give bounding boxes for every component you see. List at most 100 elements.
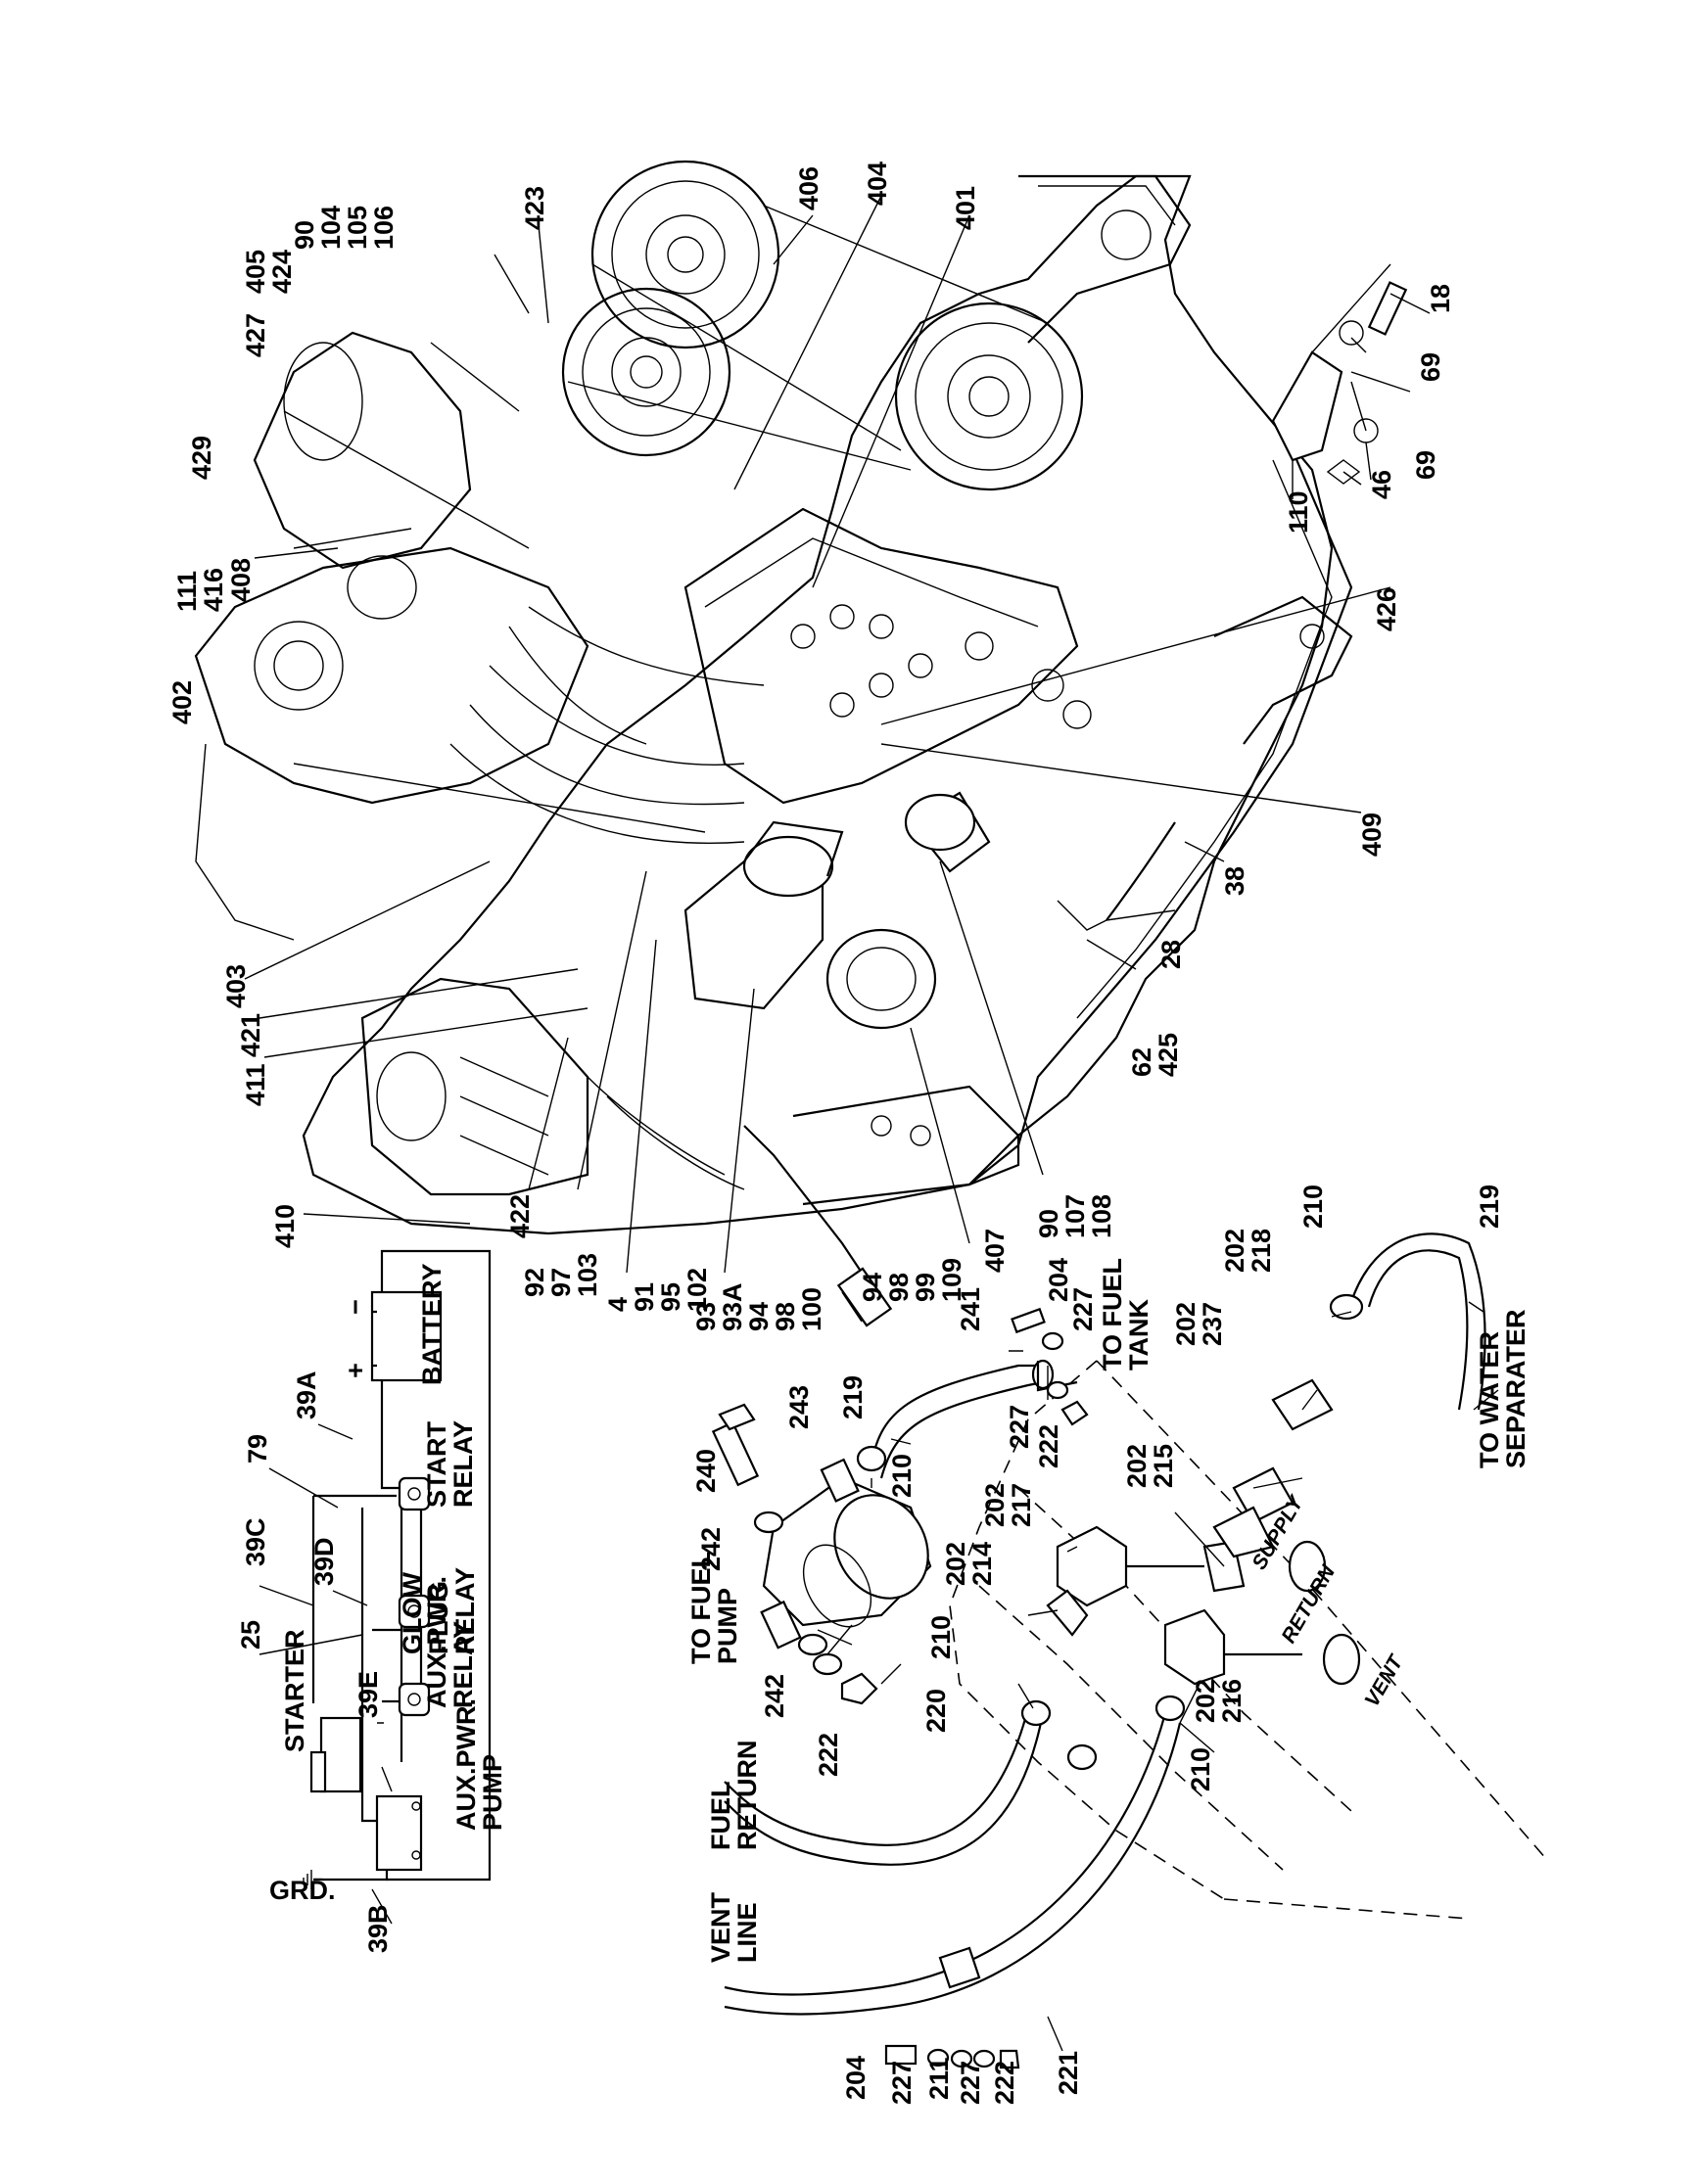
callout-421: 421: [236, 1013, 265, 1057]
callout-405-424: 405424: [241, 250, 297, 294]
callout-38: 38: [1220, 866, 1249, 896]
ground-label-line-1: GRD.: [269, 1876, 336, 1905]
callout-429: 429: [187, 436, 216, 480]
callout-240-line-1: 240: [691, 1449, 721, 1493]
callout-410: 410: [270, 1204, 300, 1248]
callout-92-97-103-line-3: 103: [573, 1253, 602, 1297]
callout-404: 404: [863, 162, 892, 206]
callout-211-line-1: 211: [924, 2057, 954, 2100]
callout-210-return: 210: [926, 1615, 956, 1659]
wire-39d: 39D: [309, 1537, 339, 1586]
vent-label-line-1: VENT: [1360, 1650, 1408, 1711]
callout-219-separater-line-1: 219: [1475, 1185, 1504, 1229]
injection-pump: [683, 507, 1079, 805]
callout-202-215-line-2: 215: [1149, 1444, 1178, 1488]
to-water-separater-label-line-2: SEPARATER: [1501, 1309, 1530, 1468]
callout-202-215: 202215: [1122, 1444, 1178, 1488]
callout-407-line-1: 407: [980, 1229, 1010, 1273]
fuel-return-label-line-1: FUEL: [706, 1782, 735, 1851]
callout-204-upper-line-1: 204: [1044, 1258, 1073, 1302]
aux-pwr-relay-label-line-1: AUX.PWR.: [422, 1576, 451, 1708]
callout-210-separater-line-1: 210: [1298, 1185, 1328, 1229]
crank-pulley: [894, 302, 1084, 491]
start-relay: [398, 1476, 431, 1511]
callout-407: 407: [980, 1229, 1010, 1273]
callout-204-lower: 204: [841, 2056, 871, 2100]
callout-202-216: 202216: [1191, 1679, 1247, 1723]
callout-219-line-1: 219: [838, 1375, 868, 1419]
callout-90-104-105-106-line-3: 105: [343, 206, 372, 250]
fuel-filter: [683, 820, 844, 1010]
callout-94-98-99-109-line-4: 109: [937, 1258, 966, 1302]
callout-227-lower-b: 227: [956, 2061, 985, 2105]
glow-plug-relay: [398, 1594, 431, 1629]
callout-4-91-95-102-line-1: 4: [603, 1297, 633, 1312]
callout-69-lower-line-1: 69: [1411, 450, 1440, 480]
glow-plug-relay-label-line-1: GLOW: [398, 1572, 427, 1654]
oil-pan: [968, 449, 1353, 1185]
callout-408-line-1: 408: [226, 558, 256, 602]
glow-plug-relay-label-line-2: PLUG: [424, 1581, 453, 1654]
callout-416: 416: [199, 568, 228, 612]
callout-219-separater: 219: [1475, 1185, 1504, 1229]
ground-label: GRD.: [269, 1876, 336, 1905]
engine-block-outline: [302, 174, 1334, 1235]
callout-402-line-1: 402: [167, 680, 197, 724]
callout-93-93a-94-98-100-line-4: 98: [771, 1302, 800, 1331]
callout-429-line-1: 429: [187, 436, 216, 480]
callout-90-104-105-106-line-2: 104: [316, 206, 346, 250]
callout-110-line-1: 110: [1284, 490, 1313, 534]
battery-label-line-1: BATTERY: [417, 1264, 447, 1386]
callout-90-107-108-line-2: 107: [1060, 1194, 1090, 1238]
callout-406-line-1: 406: [794, 166, 824, 210]
start-relay-label-line-2: RELAY: [448, 1420, 478, 1508]
callout-202-217-line-1: 202: [980, 1483, 1010, 1527]
callout-94-98-99-109-line-3: 99: [911, 1273, 940, 1302]
aux-pwr-relay: [398, 1682, 431, 1717]
callout-406: 406: [794, 166, 824, 210]
callout-221: 221: [1054, 2051, 1083, 2095]
callout-423: 423: [520, 186, 549, 230]
callout-202-237-line-2: 237: [1198, 1302, 1227, 1346]
wire-39c: 39C: [241, 1517, 270, 1566]
callout-426: 426: [1372, 587, 1401, 631]
callout-227-upper-line-1: 227: [1068, 1287, 1098, 1331]
callout-411: 411: [241, 1063, 270, 1106]
callout-18-line-1: 18: [1426, 284, 1455, 313]
callout-427: 427: [241, 313, 270, 357]
callout-202-216-line-2: 216: [1217, 1679, 1247, 1723]
fuel-return-label-line-2: RETURN: [732, 1741, 762, 1851]
callout-202-237: 202237: [1171, 1302, 1227, 1346]
aux-pwr-pump-label-line-1: AUX.PWR.: [451, 1698, 481, 1831]
wire-39d-line-1: 39D: [309, 1537, 339, 1586]
callout-62-425-line-2: 425: [1154, 1033, 1183, 1077]
callout-202-218: 202218: [1220, 1229, 1276, 1273]
bolt-240: [711, 1403, 760, 1487]
starter-symbol: [309, 1716, 362, 1793]
idler-pulley: [561, 287, 731, 457]
callout-204-upper: 204: [1044, 1258, 1073, 1302]
battery-label: BATTERY: [417, 1264, 447, 1386]
callout-410-line-1: 410: [270, 1204, 300, 1248]
callout-202-217: 202217: [980, 1483, 1036, 1527]
callout-421-line-1: 421: [236, 1013, 265, 1057]
callout-202-214-line-2: 214: [967, 1542, 997, 1586]
wire-39e-line-1: 39E: [353, 1671, 383, 1718]
callout-416-line-1: 416: [199, 568, 228, 612]
callout-111: 111: [172, 571, 202, 612]
callout-94-98-99-109-line-2: 98: [884, 1273, 914, 1302]
callout-90-107-108: 90107108: [1034, 1194, 1116, 1238]
callout-243-line-1: 243: [784, 1385, 814, 1429]
callout-92-97-103: 9297103: [520, 1253, 602, 1297]
wire-39e: 39E: [353, 1671, 383, 1718]
to-fuel-tank-label-line-2: TANK: [1124, 1299, 1154, 1371]
start-relay-label: STARTRELAY: [422, 1420, 478, 1508]
callout-46-line-1: 46: [1367, 470, 1396, 499]
callout-28-line-1: 28: [1156, 940, 1186, 969]
callout-242-upper: 242: [696, 1527, 726, 1571]
callout-222-lower-line-1: 222: [814, 1733, 843, 1777]
callout-411-line-1: 411: [241, 1063, 270, 1106]
callout-46: 46: [1367, 470, 1396, 499]
callout-90-104-105-106-line-1: 90: [290, 220, 319, 250]
